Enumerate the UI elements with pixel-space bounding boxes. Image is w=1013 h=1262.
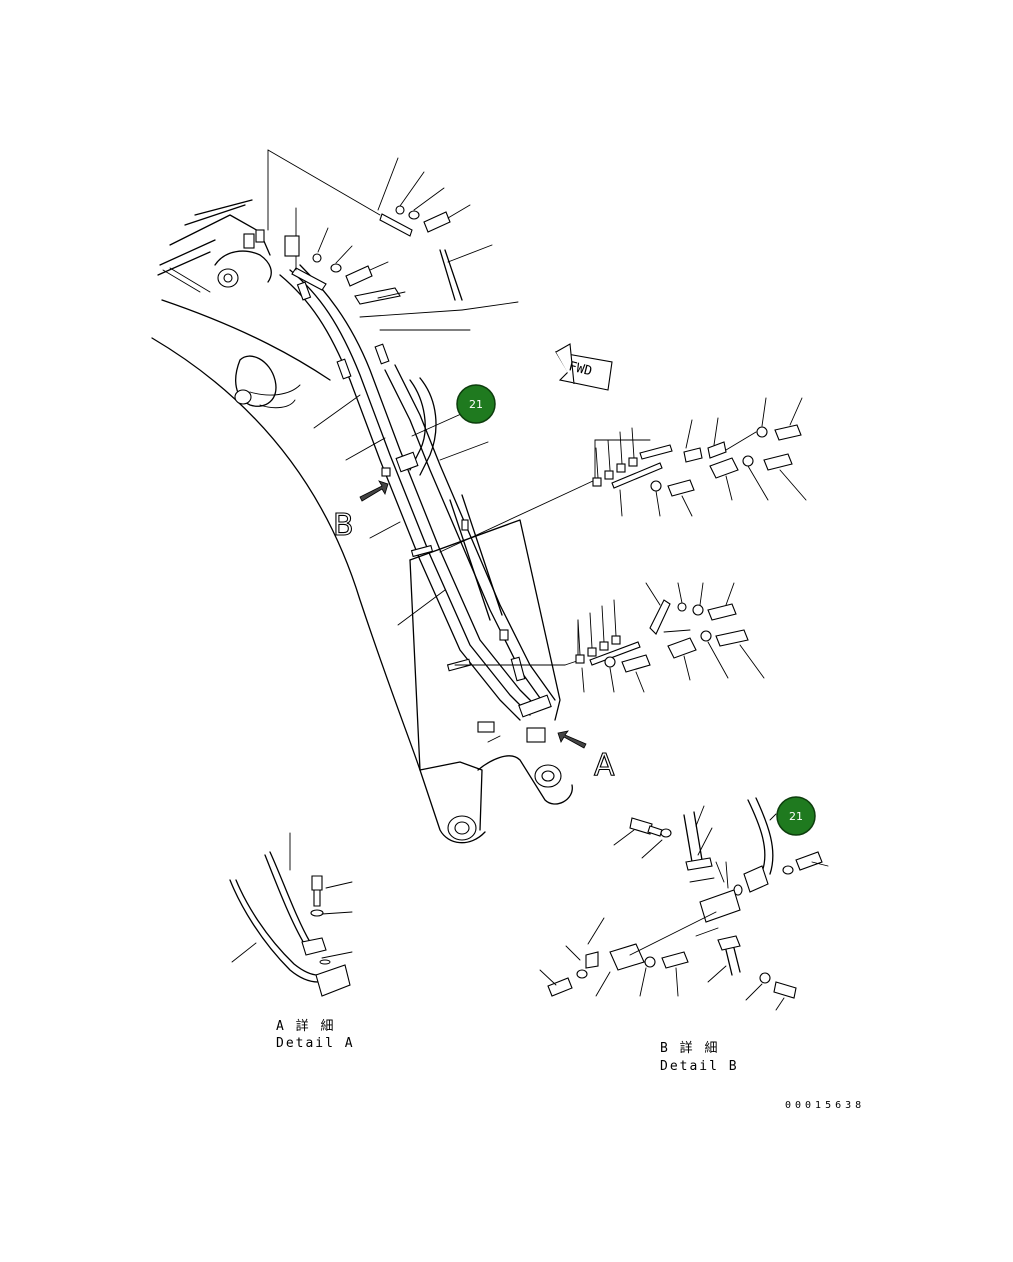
view-letter-b: B — [333, 508, 354, 543]
boom-clamps — [336, 343, 552, 743]
top-bracket — [157, 199, 272, 293]
detail-b-caption-jp: B 詳 細 — [660, 1040, 719, 1056]
view-letter-a: A — [594, 748, 615, 783]
callout-circle — [776, 796, 816, 836]
leader-lines — [313, 394, 581, 743]
view-arrow-a — [557, 730, 587, 749]
detail-a-drawing — [229, 832, 353, 997]
callout-21-lower[interactable]: 21 — [776, 796, 816, 836]
clamp-group-upper — [579, 397, 807, 517]
fwd-arrow: FWD — [554, 343, 613, 391]
callout-label: 21 — [789, 810, 803, 823]
callout-label: 21 — [469, 398, 483, 411]
clamp-group-lower — [564, 582, 765, 693]
drawing-number: 00015638 — [785, 1100, 865, 1111]
detail-b-drawing — [539, 797, 829, 1011]
view-arrow-b — [359, 480, 389, 502]
fwd-label: FWD — [567, 359, 594, 379]
boom-outline — [151, 299, 573, 844]
top-parts — [267, 149, 519, 331]
detail-a-caption-jp: A 詳 細 — [276, 1018, 335, 1034]
callout-21-upper[interactable]: 21 — [456, 384, 496, 424]
hose-lines — [279, 264, 556, 721]
mid-parts — [284, 207, 406, 305]
detail-a-caption-en: Detail A — [276, 1036, 355, 1051]
callout-circle — [456, 384, 496, 424]
detail-b-caption-en: Detail B — [660, 1059, 739, 1074]
